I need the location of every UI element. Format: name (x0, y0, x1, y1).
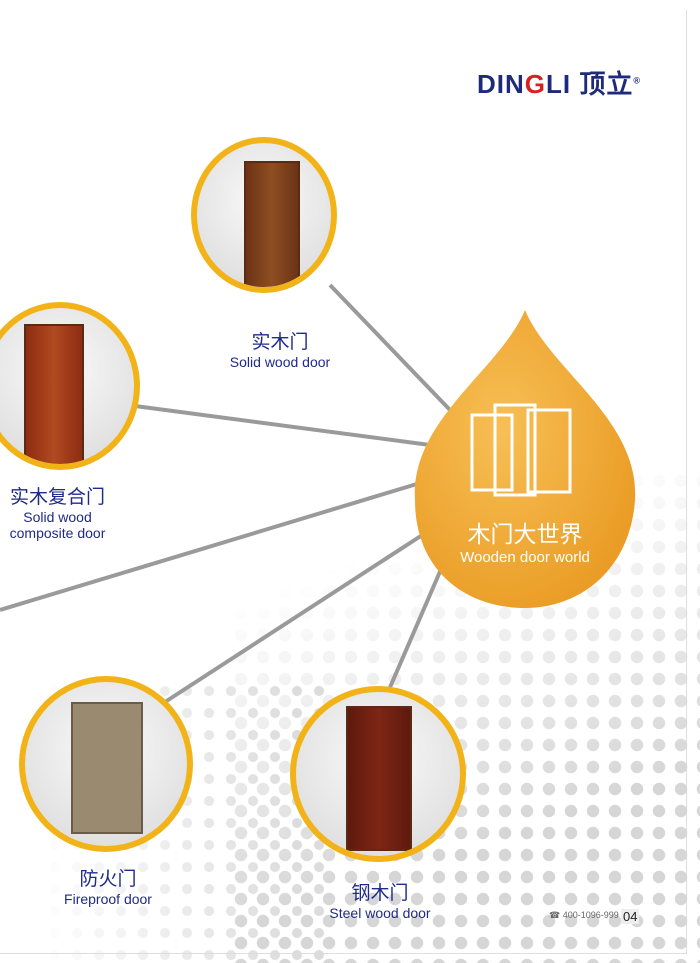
phone-icon: ☎ (549, 910, 561, 920)
product-image-solid-wood (191, 137, 337, 293)
center-drop (414, 310, 636, 608)
page-number: 04 (621, 909, 640, 924)
door-illustration (244, 161, 300, 287)
door-illustration (24, 324, 84, 464)
door-illustration (71, 702, 143, 834)
line-solid-wood (328, 283, 452, 412)
product-image-composite (0, 302, 140, 470)
line-steel (386, 559, 447, 693)
footer-phone: ☎ 400-1096-999 (549, 910, 619, 920)
door-illustration (346, 706, 412, 851)
line-fireproof (163, 528, 432, 704)
line-offpage (0, 478, 431, 612)
line-composite (134, 404, 431, 447)
product-image-steel-wood (290, 686, 466, 862)
brand-logo: DINGLI 顶立® (477, 69, 642, 99)
product-image-fireproof (19, 676, 193, 852)
doors-icon (470, 403, 572, 497)
